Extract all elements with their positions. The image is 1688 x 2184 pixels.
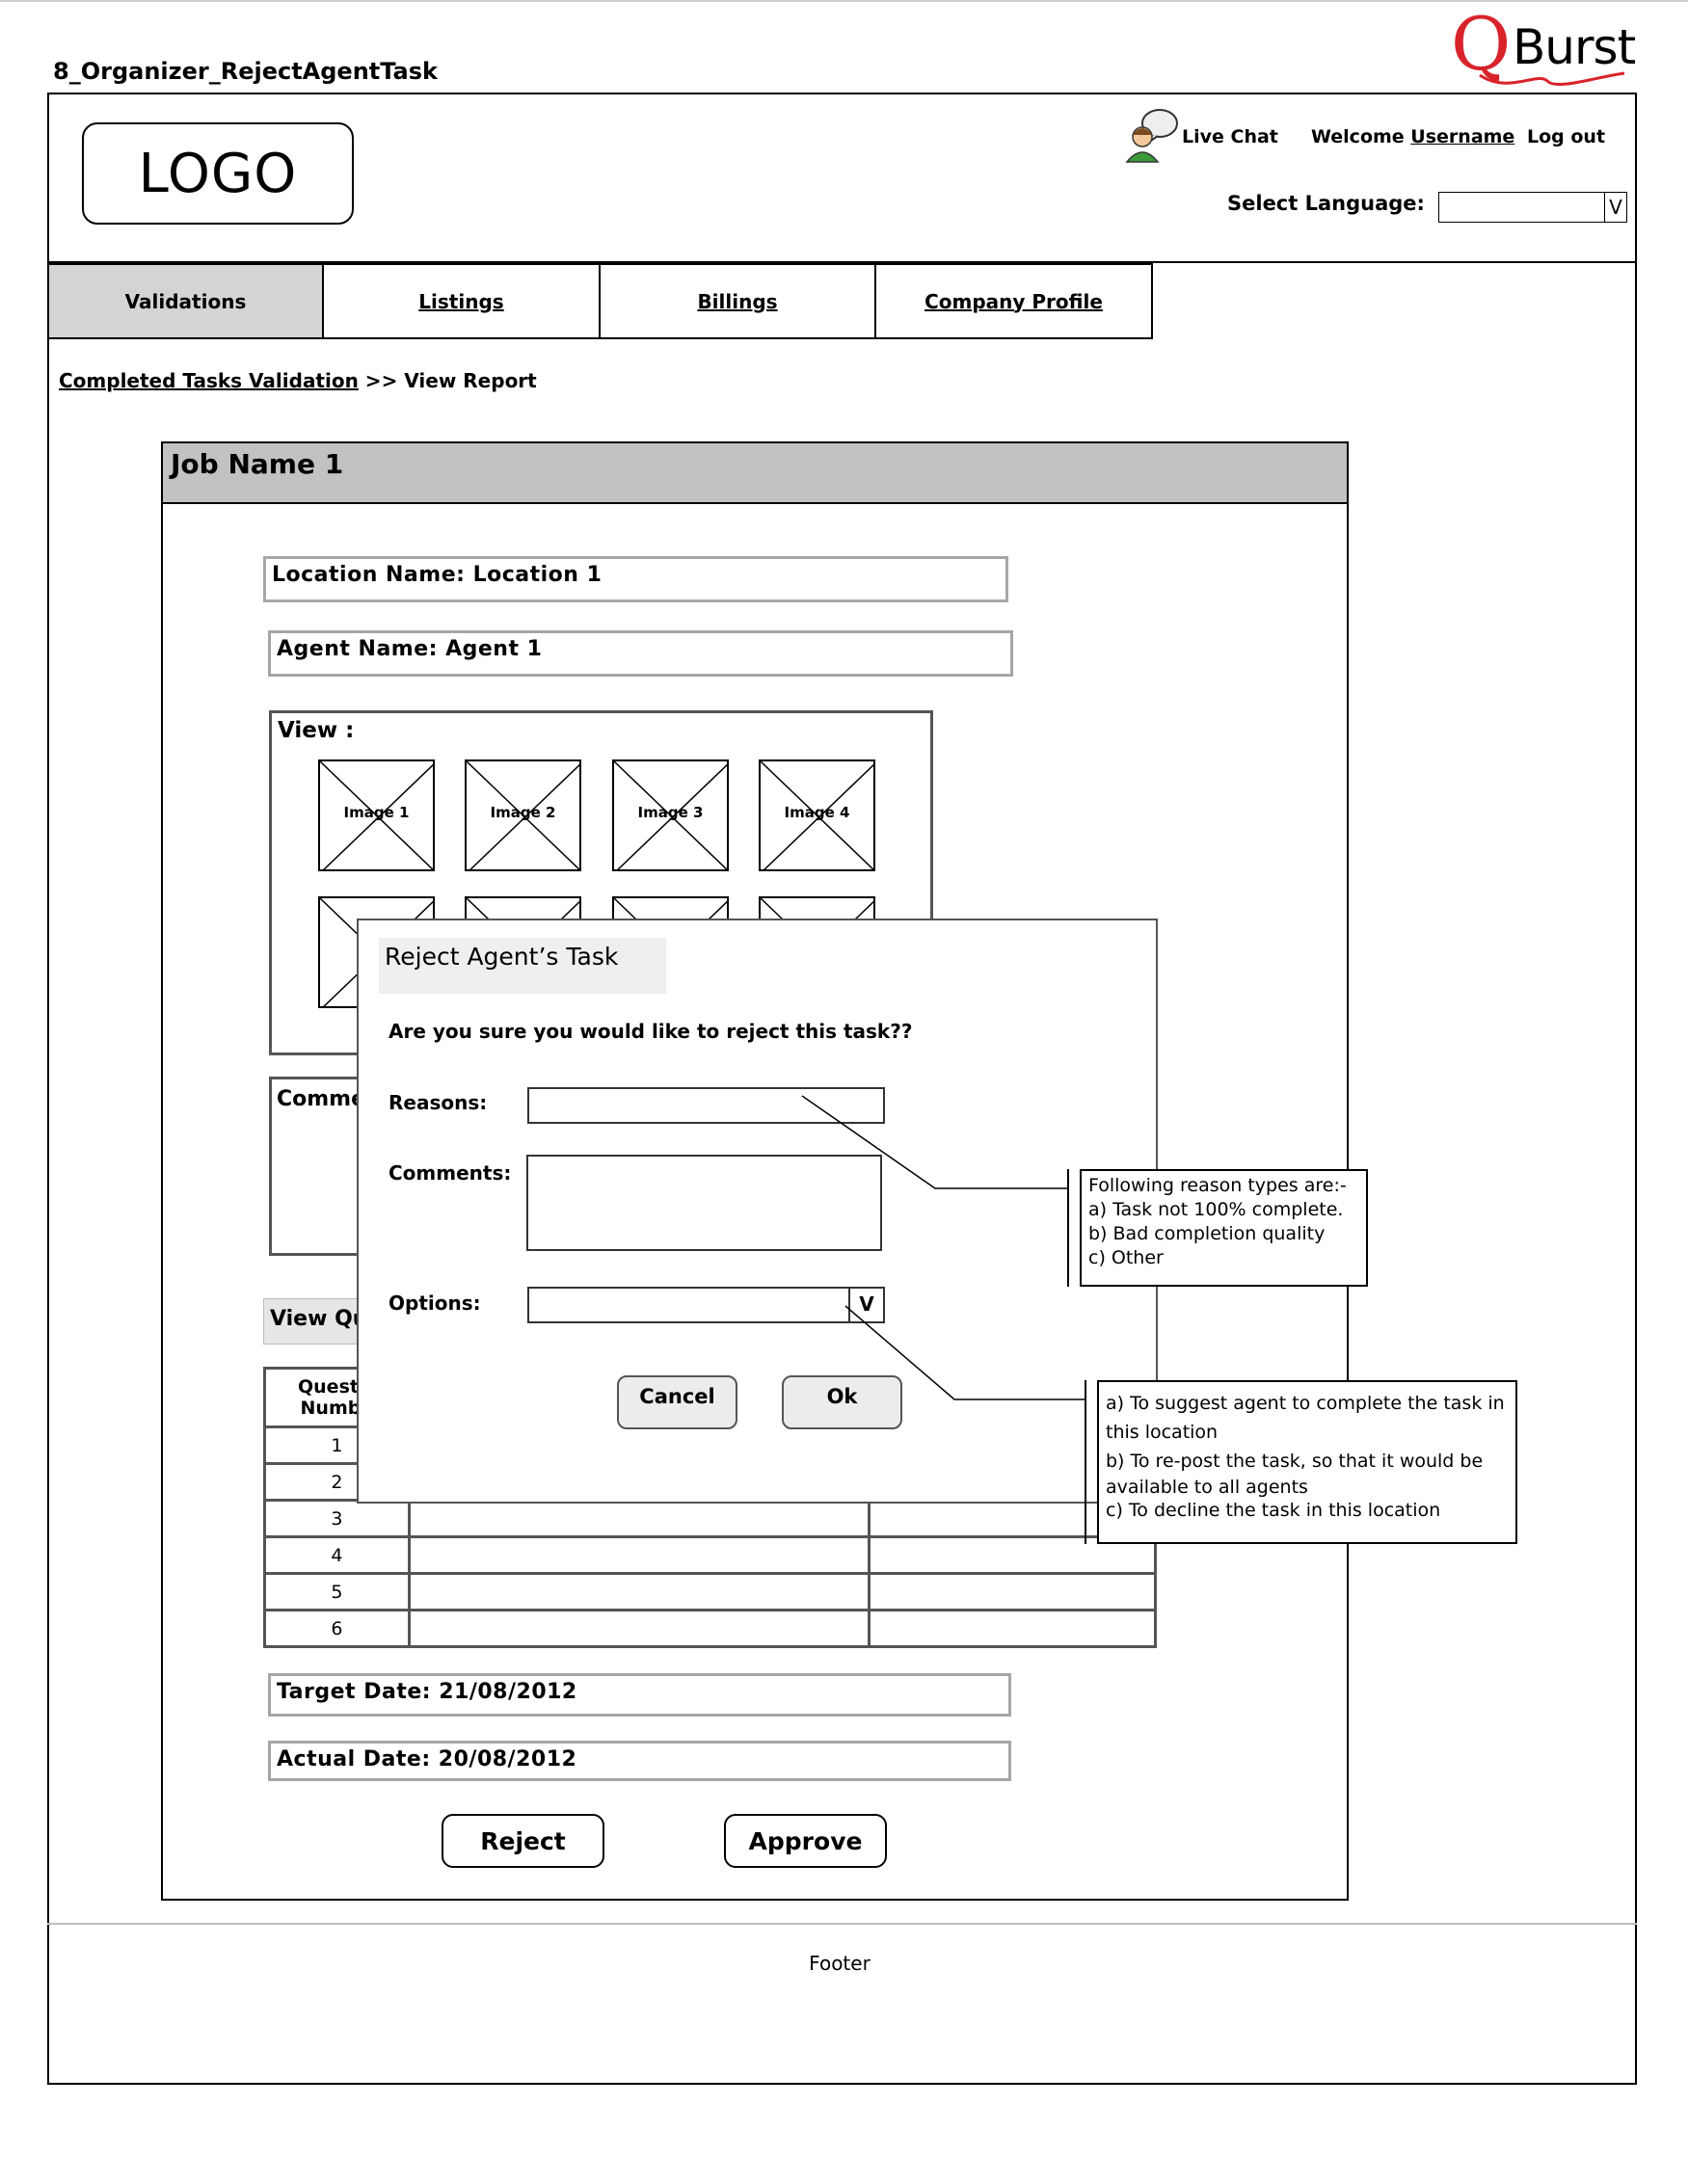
image-thumbnail[interactable]: Image 2 [465,759,581,871]
note-item: a) To suggest agent to complete the task… [1106,1393,1505,1414]
note-bracket [1085,1380,1086,1544]
table-cell [868,1572,1157,1611]
question-number: 5 [263,1572,411,1611]
top-divider [0,0,1688,2]
dialog-title: Reject Agent’s Task [379,938,666,994]
note-item: this location [1106,1422,1219,1443]
breadcrumb-current: View Report [404,369,537,392]
table-row: 4 [263,1535,1157,1575]
tab-validations[interactable]: Validations [47,263,324,339]
footer-label: Footer [809,1952,871,1975]
note-item: b) Bad completion quality [1088,1223,1326,1244]
table-row: 5 [263,1572,1157,1611]
table-cell [407,1609,871,1648]
image-thumbnail[interactable]: Image 3 [612,759,729,871]
header-divider [47,261,1637,263]
note-item: available to all agents [1106,1477,1308,1498]
cancel-button[interactable]: Cancel [617,1375,737,1429]
image-label: Image 3 [637,804,704,821]
note-bracket [1067,1169,1069,1287]
tab-billings[interactable]: Billings [599,263,876,339]
breadcrumb: Completed Tasks Validation >> View Repor… [59,369,537,392]
brand-q: Q [1451,1,1512,87]
table-cell [407,1572,871,1611]
site-logo[interactable]: LOGO [82,122,354,225]
image-placeholder-icon [761,761,873,869]
image-label: Image 4 [784,804,850,821]
image-placeholder-icon [614,761,727,869]
dialog-question: Are you sure you would like to reject th… [389,1020,913,1043]
table-cell [407,1499,871,1538]
ok-button[interactable]: Ok [782,1375,902,1429]
breadcrumb-link[interactable]: Completed Tasks Validation [59,369,359,392]
job-title: Job Name 1 [163,443,1347,504]
tab-company-profile[interactable]: Company Profile [874,263,1153,339]
username-link[interactable]: Username [1410,126,1515,147]
qburst-logo: Q Burst [1451,1,1644,87]
options-note: a) To suggest agent to complete the task… [1097,1380,1517,1544]
agent-name-field: Agent Name: Agent 1 [268,630,1013,677]
image-thumbnail[interactable]: Image 4 [759,759,875,871]
note-title: Following reason types are:- [1088,1175,1347,1196]
table-row: 6 [263,1609,1157,1648]
page-frame [47,93,1637,2085]
page-title: 8_Organizer_RejectAgentTask [53,58,438,85]
language-select[interactable]: V [1438,192,1627,223]
view-label: View : [278,718,355,743]
note-item: c) To decline the task in this location [1106,1500,1441,1521]
options-select[interactable]: V [527,1287,885,1323]
target-date-field: Target Date: 21/08/2012 [268,1673,1011,1717]
live-chat-link[interactable]: Live Chat [1182,126,1278,147]
comments-label: Comments: [389,1161,512,1185]
question-number: 4 [263,1535,411,1575]
approve-button[interactable]: Approve [724,1814,887,1868]
welcome-label: Welcome [1311,126,1411,147]
welcome-text: Welcome Username [1311,126,1514,147]
image-label: Image 2 [490,804,556,821]
actual-date-field: Actual Date: 20/08/2012 [268,1741,1011,1781]
image-placeholder-icon [320,761,433,869]
image-placeholder-icon [467,761,579,869]
reasons-label: Reasons: [389,1091,488,1114]
footer-divider [47,1923,1637,1925]
chevron-down-icon[interactable]: V [848,1289,883,1321]
options-label: Options: [389,1292,481,1315]
note-item: b) To re-post the task, so that it would… [1106,1451,1484,1472]
note-item: c) Other [1088,1247,1164,1268]
question-number: 3 [263,1499,411,1538]
table-row: 3 [263,1499,1157,1538]
note-item: a) Task not 100% complete. [1088,1199,1344,1220]
reasons-note: Following reason types are:- a) Task not… [1080,1169,1368,1287]
location-name-field: Location Name: Location 1 [263,556,1008,602]
breadcrumb-separator: >> [358,369,405,392]
header-line: Questic [298,1376,376,1398]
chevron-down-icon[interactable]: V [1604,193,1626,222]
brand-burst: Burst [1513,19,1636,75]
reasons-input[interactable] [527,1087,885,1124]
table-cell [407,1535,871,1575]
image-label: Image 1 [343,804,410,821]
reject-button[interactable]: Reject [442,1814,604,1868]
header-line: Numbe [300,1398,374,1419]
question-number: 6 [263,1609,411,1648]
live-chat-icon[interactable] [1123,108,1179,164]
image-thumbnail[interactable]: Image 1 [318,759,435,871]
language-label: Select Language: [1227,192,1425,215]
tab-listings[interactable]: Listings [322,263,601,339]
brand-swoosh-icon [1479,71,1625,86]
comments-textarea[interactable] [526,1155,882,1251]
logout-link[interactable]: Log out [1527,126,1606,147]
table-cell [868,1609,1157,1648]
